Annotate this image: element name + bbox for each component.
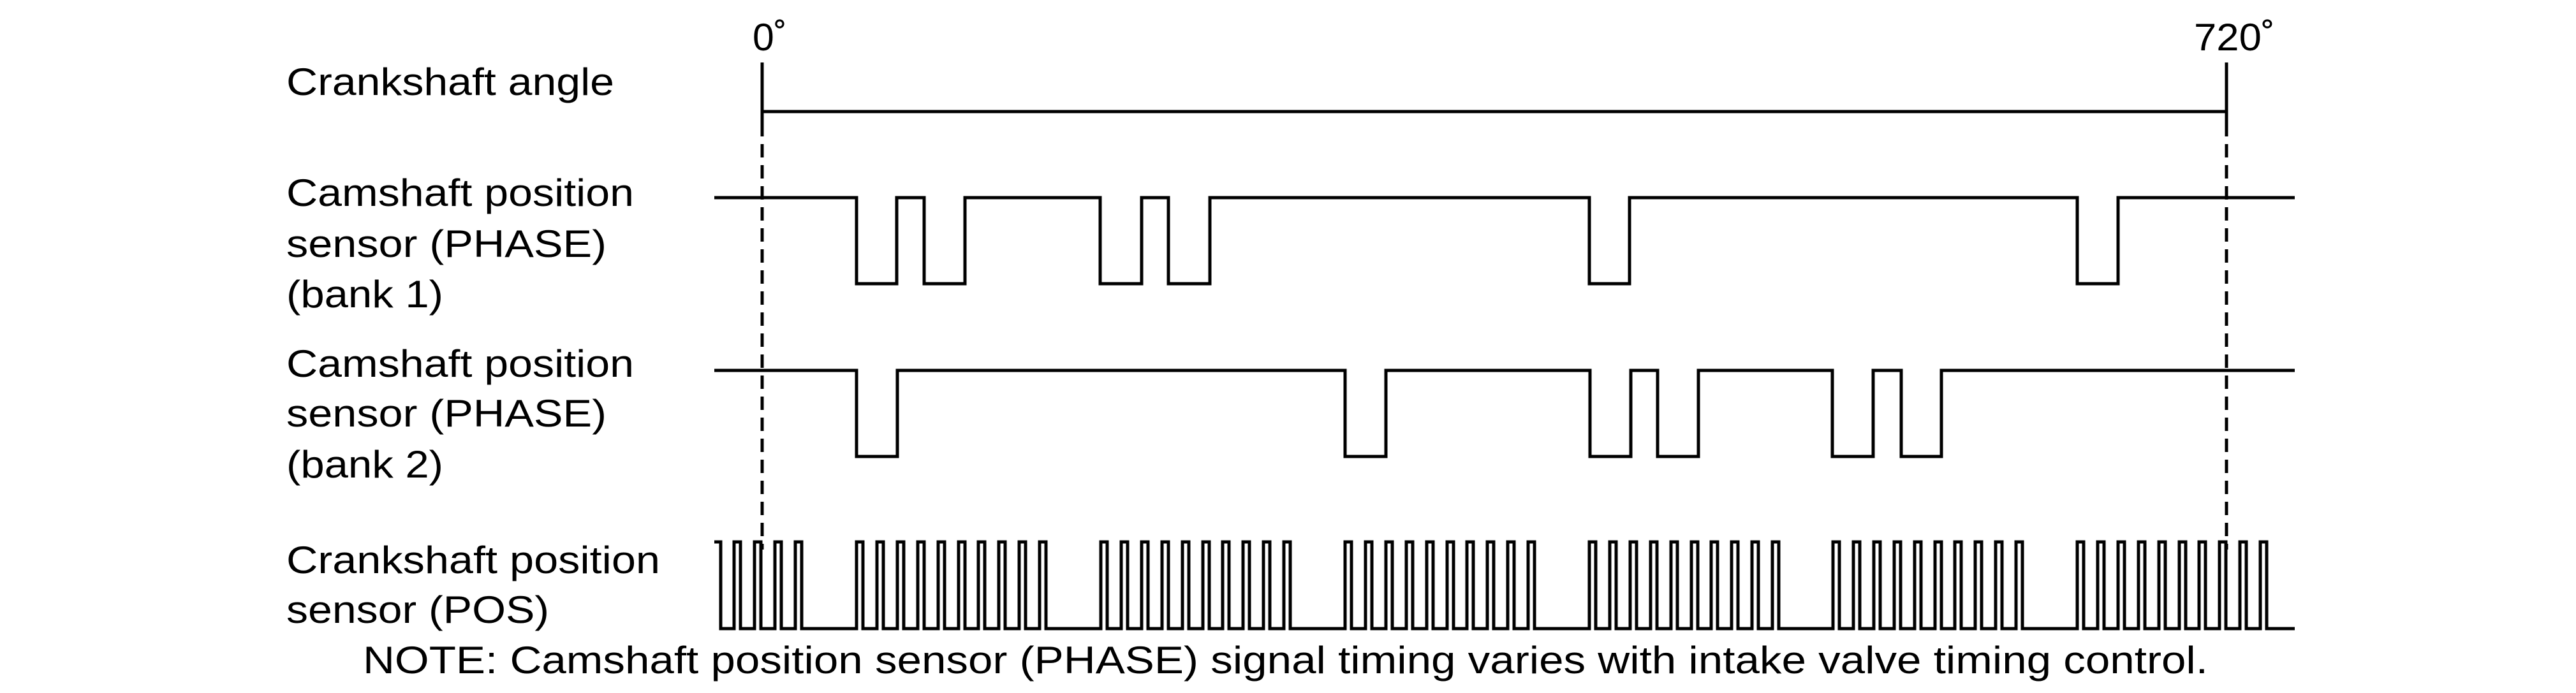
crankshaft-angle-axis: Crankshaft angle 0˚ 720˚ <box>286 16 2275 123</box>
signal-phase-bank1: Camshaft position sensor (PHASE) (bank 1… <box>286 171 2295 316</box>
signal-label-line: sensor (PHASE) <box>286 392 607 435</box>
signal-label-line: (bank 1) <box>286 273 443 316</box>
timing-note: NOTE: Camshaft position sensor (PHASE) s… <box>363 639 2208 682</box>
signal-label-line: sensor (POS) <box>286 588 549 631</box>
signal-label-line: Camshaft position <box>286 171 634 214</box>
reference-lines <box>760 123 2228 550</box>
signal-pos: Crankshaft position sensor (POS) <box>286 539 2295 631</box>
signal-label-line: (bank 2) <box>286 443 443 486</box>
angle-start-label: 0˚ <box>753 16 787 59</box>
signal-phase-bank2: Camshaft position sensor (PHASE) (bank 2… <box>286 342 2295 486</box>
signal-label-line: Camshaft position <box>286 342 634 385</box>
pos-waveform <box>714 540 2295 631</box>
phase-bank1-waveform <box>714 196 2295 286</box>
crankshaft-angle-label: Crankshaft angle <box>286 61 614 103</box>
phase-bank2-waveform <box>714 368 2295 458</box>
signal-label-line: sensor (PHASE) <box>286 222 607 265</box>
signal-label-line: Crankshaft position <box>286 539 660 581</box>
angle-end-label: 720˚ <box>2194 16 2275 59</box>
